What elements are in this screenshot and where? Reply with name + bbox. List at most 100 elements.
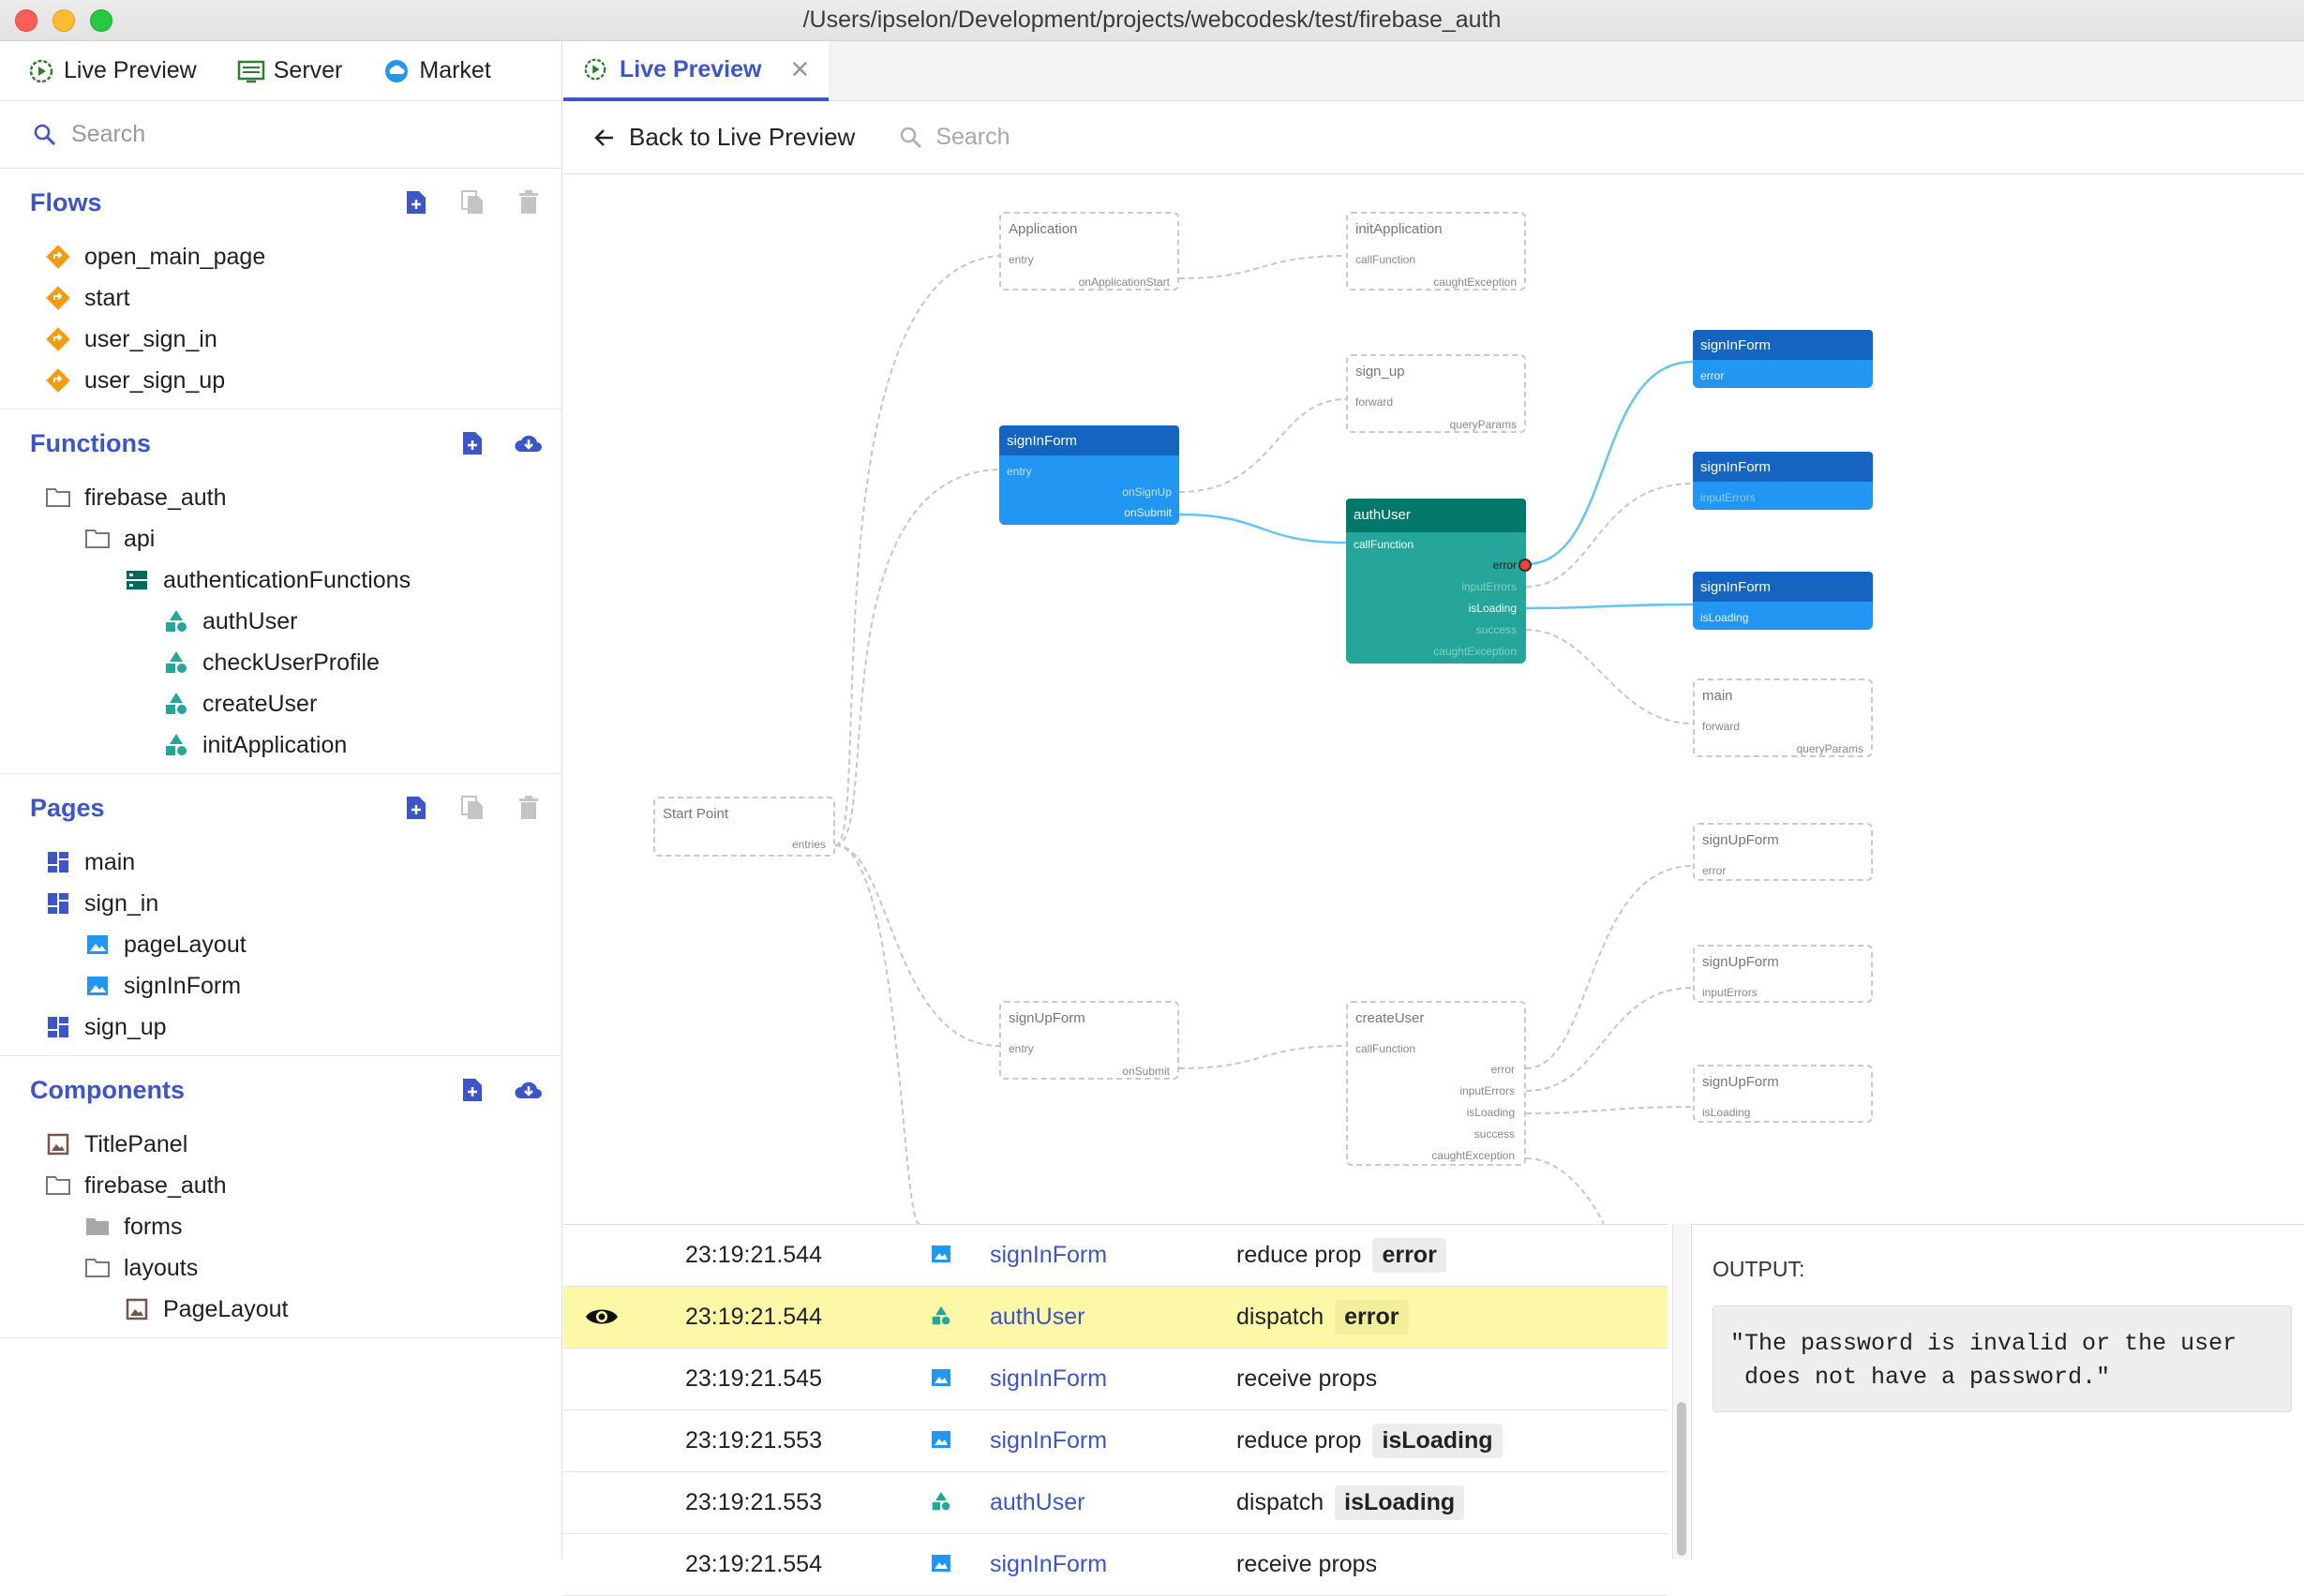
auth-user-node[interactable]: authUser callFunction error inputErrors …: [1346, 499, 1532, 664]
node-port-label: inputErrors: [1700, 491, 1756, 504]
folder-label: api: [124, 525, 156, 552]
log-row[interactable]: 23:19:21.554 signInForm receive props: [563, 1534, 1668, 1596]
page-item[interactable]: main: [0, 842, 561, 883]
create-user-node[interactable]: createUser callFunction error inputError…: [1346, 1001, 1526, 1166]
log-scrollbar[interactable]: [1672, 1224, 1689, 1559]
function-item[interactable]: authUser: [0, 601, 561, 642]
sign-in-form-input-errors-node[interactable]: signInForm inputErrors: [1693, 452, 1873, 510]
sign-up-form-node[interactable]: signUpForm entry onSubmit: [999, 1001, 1179, 1080]
copy-icon[interactable]: [458, 794, 486, 822]
page-component-label: signInForm: [124, 972, 242, 999]
cloud-download-icon[interactable]: [515, 1076, 543, 1104]
log-row[interactable]: 23:19:21.545 signInForm receive props: [563, 1349, 1668, 1410]
page-component-item[interactable]: signInForm: [0, 965, 561, 1007]
node-port-label: entry: [1009, 1042, 1034, 1055]
node-port-label: isLoading: [1466, 1106, 1515, 1119]
eye-icon[interactable]: [584, 1304, 620, 1336]
functions-group-item[interactable]: authenticationFunctions: [0, 559, 561, 601]
flows-title: Flows: [30, 187, 102, 216]
dashboard-icon: [45, 890, 71, 917]
sign-in-form-node[interactable]: signInForm entry onSignUp onSubmit: [999, 425, 1179, 525]
node-port-label: onSubmit: [1124, 506, 1172, 519]
flow-graph-canvas[interactable]: Start Point entries Application entry on…: [563, 174, 2304, 1225]
init-application-node[interactable]: initApplication callFunction caughtExcep…: [1346, 212, 1526, 291]
component-item[interactable]: TitlePanel: [0, 1124, 561, 1165]
tab-market[interactable]: Market: [383, 57, 491, 84]
functions-title: Functions: [30, 428, 151, 457]
tab-label: Live Preview: [620, 55, 762, 82]
delete-icon[interactable]: [515, 794, 543, 822]
flow-item[interactable]: user_sign_in: [0, 319, 561, 360]
flow-item[interactable]: user_sign_up: [0, 360, 561, 401]
search-icon: [32, 122, 58, 148]
folder-item[interactable]: layouts: [0, 1247, 561, 1289]
function-item[interactable]: createUser: [0, 683, 561, 724]
sign-up-form-error-node[interactable]: signUpForm error: [1693, 823, 1873, 881]
node-port-label: error: [1702, 864, 1727, 877]
application-node[interactable]: Application entry onApplicationStart: [999, 212, 1179, 291]
log-source[interactable]: signInForm: [990, 1427, 1108, 1454]
node-port-label: error: [1492, 559, 1517, 572]
copy-icon[interactable]: [458, 188, 486, 216]
folder-item[interactable]: forms: [0, 1206, 561, 1247]
search-icon: [898, 125, 924, 151]
toolbar-search: [898, 124, 1218, 151]
close-window-button[interactable]: [15, 9, 37, 32]
page-item[interactable]: sign_in: [0, 883, 561, 924]
folder-item[interactable]: api: [0, 518, 561, 559]
sign-in-form-is-loading-node[interactable]: signInForm isLoading: [1693, 572, 1873, 630]
functions-group-label: authenticationFunctions: [163, 566, 411, 593]
flow-item[interactable]: start: [0, 277, 561, 319]
back-to-live-preview-button[interactable]: Back to Live Preview: [591, 123, 855, 152]
node-title: Application: [1009, 221, 1078, 237]
node-port-label: forward: [1355, 395, 1394, 409]
sign-up-form-is-loading-node[interactable]: signUpForm isLoading: [1693, 1065, 1873, 1123]
maximize-window-button[interactable]: [90, 9, 112, 32]
tab-server[interactable]: Server: [237, 57, 342, 84]
close-icon[interactable]: ✕: [789, 54, 811, 83]
log-source[interactable]: authUser: [990, 1489, 1085, 1515]
page-item[interactable]: sign_up: [0, 1007, 561, 1048]
sign-up-form-input-errors-node[interactable]: signUpForm inputErrors: [1693, 945, 1873, 1003]
function-item[interactable]: checkUserProfile: [0, 642, 561, 683]
add-file-icon[interactable]: [402, 188, 430, 216]
folder-item[interactable]: firebase_auth: [0, 477, 561, 518]
tab-live-preview[interactable]: Live Preview: [28, 57, 197, 84]
window-controls: [15, 9, 112, 32]
log-source[interactable]: signInForm: [990, 1551, 1108, 1577]
flow-icon: [45, 285, 71, 311]
graph-search-input[interactable]: [935, 124, 1218, 151]
tab-live-preview-active[interactable]: Live Preview ✕: [563, 41, 830, 101]
flow-item[interactable]: open_main_page: [0, 236, 561, 277]
add-file-icon[interactable]: [402, 794, 430, 822]
add-file-icon[interactable]: [458, 1076, 486, 1104]
sidebar-search-input[interactable]: [71, 121, 446, 148]
sign-up-page-node[interactable]: sign_up forward queryParams: [1346, 354, 1526, 433]
flow-item-label: user_sign_up: [84, 366, 226, 394]
folder-icon: [45, 1172, 71, 1199]
delete-icon[interactable]: [515, 188, 543, 216]
log-source[interactable]: authUser: [990, 1304, 1085, 1330]
minimize-window-button[interactable]: [52, 9, 75, 32]
cloud-download-icon[interactable]: [515, 429, 543, 457]
log-time: 23:19:21.544: [685, 1304, 822, 1330]
folder-label: firebase_auth: [84, 484, 227, 511]
sign-in-form-error-node[interactable]: signInForm error: [1693, 330, 1873, 388]
flows-section: Flows open_main_page start user_sign_in: [0, 169, 561, 410]
add-file-icon[interactable]: [458, 429, 486, 457]
start-point-node[interactable]: Start Point entries: [653, 797, 835, 857]
node-title: signUpForm: [1702, 832, 1779, 848]
log-source[interactable]: signInForm: [990, 1242, 1108, 1268]
scrollbar-thumb[interactable]: [1677, 1402, 1686, 1556]
folder-item[interactable]: firebase_auth: [0, 1165, 561, 1206]
component-item[interactable]: PageLayout: [0, 1289, 561, 1330]
page-component-item[interactable]: pageLayout: [0, 924, 561, 965]
log-source[interactable]: signInForm: [990, 1365, 1108, 1392]
log-time: 23:19:21.545: [685, 1365, 822, 1392]
main-page-node[interactable]: main forward queryParams: [1693, 679, 1873, 757]
function-item[interactable]: initApplication: [0, 724, 561, 766]
